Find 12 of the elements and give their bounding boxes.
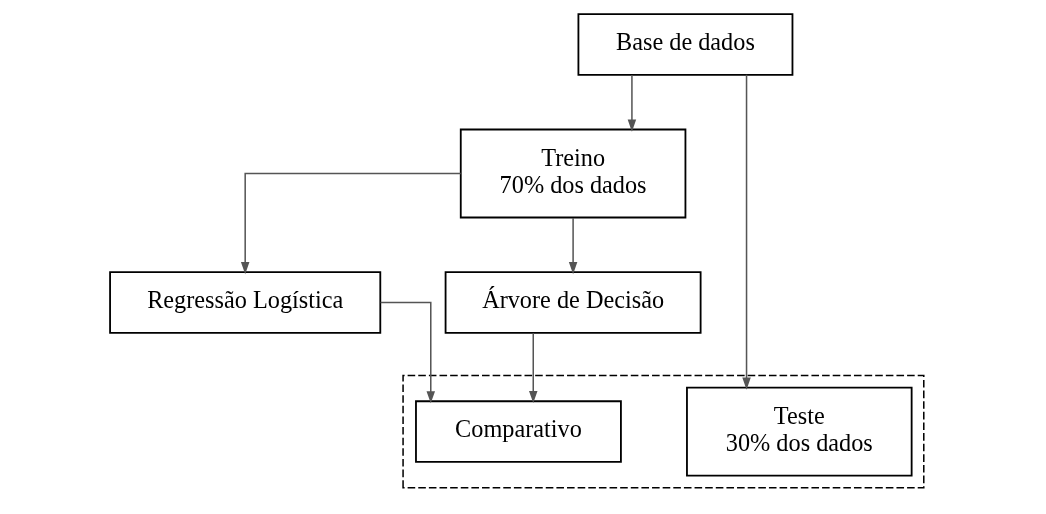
node-box: Regressão Logística: [109, 271, 382, 334]
arrow: [568, 217, 578, 275]
node-box: Teste 30% dos dados: [686, 386, 913, 477]
node-box: Treino 70% dos dados: [459, 128, 687, 219]
node-box: Base de dados: [577, 13, 794, 76]
node-box: Árvore de Decisão: [444, 271, 702, 334]
arrow: [627, 74, 637, 132]
arrow: [240, 172, 462, 275]
arrow: [742, 74, 751, 390]
node-box: Comparativo: [415, 400, 622, 463]
arrow: [379, 301, 436, 404]
arrow: [529, 332, 538, 404]
